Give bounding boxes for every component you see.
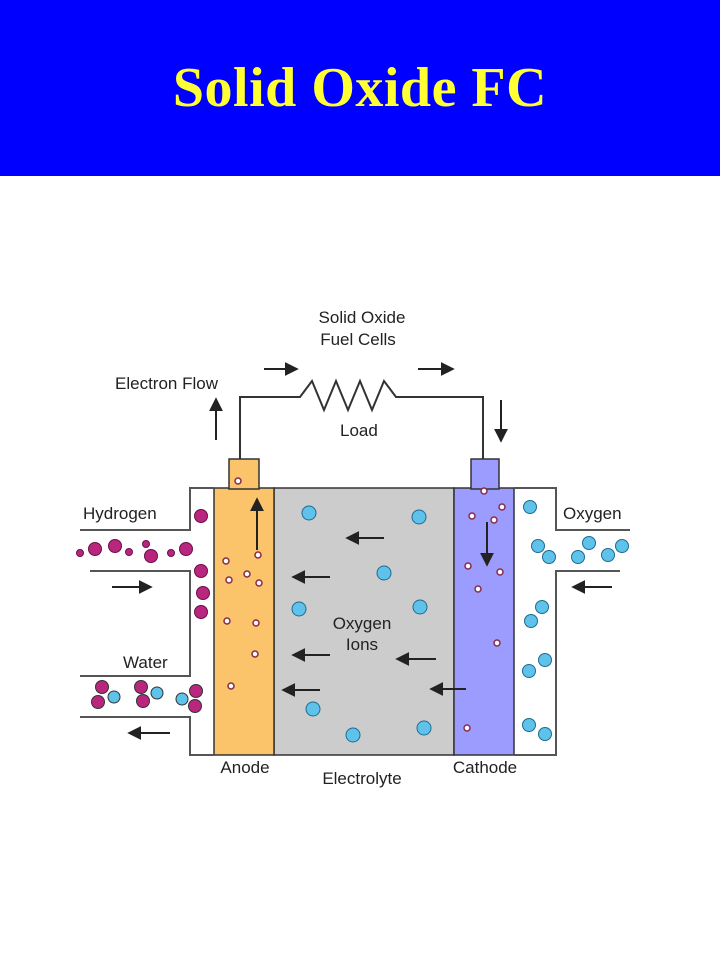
anode-layer [213, 487, 275, 756]
hydrogen-molecules [76, 509, 210, 619]
cathode-channel-wall-lower [514, 570, 620, 756]
cathode-channel-wall [514, 487, 630, 531]
cathode-layer [453, 487, 515, 756]
anode-label: Anode [220, 758, 269, 777]
oxygen-ions-label-line2: Ions [346, 635, 378, 654]
anode-particles [222, 477, 263, 690]
oxygen-ions-label-line1: Oxygen [333, 614, 392, 633]
slide-title: Solid Oxide FC [172, 57, 548, 119]
anode-channel-wall-bottom [80, 716, 214, 756]
water-molecules [91, 680, 203, 713]
anode-channel-wall [80, 487, 214, 531]
electron-flow-label: Electron Flow [115, 374, 219, 393]
water-label: Water [123, 653, 168, 672]
cathode-terminal [470, 458, 500, 490]
load-label: Load [340, 421, 378, 440]
external-circuit-wire [239, 378, 484, 459]
oxygen-molecules [522, 500, 629, 741]
cathode-particles [463, 487, 506, 732]
anode-terminal [228, 458, 260, 490]
title-bar: Solid Oxide FC [0, 0, 720, 176]
anode-channel-wall-lower [80, 570, 191, 677]
header-line1: Solid Oxide [319, 308, 406, 327]
hydrogen-label: Hydrogen [83, 504, 157, 523]
oxygen-label: Oxygen [563, 504, 622, 523]
oxygen-ions [291, 505, 432, 743]
electrolyte-layer [273, 487, 455, 756]
cathode-label: Cathode [453, 758, 517, 777]
electrolyte-label: Electrolyte [322, 769, 401, 788]
header-line2: Fuel Cells [320, 330, 396, 349]
